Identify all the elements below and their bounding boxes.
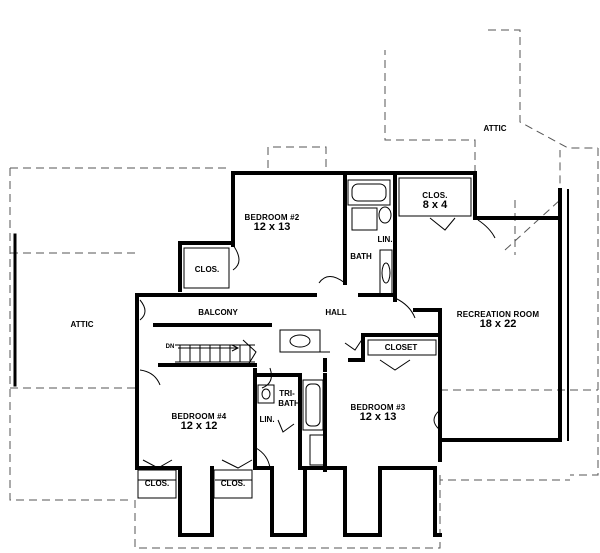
label-hall: HALL — [325, 307, 347, 317]
label-stair-down: DN — [165, 343, 175, 350]
room-name: BEDROOM #4 — [171, 412, 227, 422]
label-linen-top: LIN. — [377, 234, 393, 244]
room-name: CLOS. — [422, 191, 448, 201]
room-name: BEDROOM #3 — [350, 403, 406, 413]
room-dimensions: 12 x 13 — [253, 221, 291, 234]
label-closet: CLOSET — [384, 342, 418, 352]
label-tri-bath: BATH — [278, 398, 300, 408]
room-bedroom-4: BEDROOM #4 12 x 12 — [171, 412, 227, 433]
label-bath: BATH — [350, 251, 372, 261]
label-tri: TRI- — [279, 388, 295, 398]
room-closet-top: CLOS. 8 x 4 — [422, 191, 448, 212]
room-name: BEDROOM #2 — [244, 213, 300, 223]
label-closet-left: CLOS. — [194, 264, 220, 274]
room-dimensions: 12 x 13 — [359, 411, 397, 424]
room-recreation: RECREATION ROOM 18 x 22 — [456, 310, 540, 331]
room-name: RECREATION ROOM — [456, 310, 540, 320]
roof-outline — [9, 29, 599, 549]
walls — [13, 171, 569, 537]
fixtures — [137, 177, 496, 499]
label-balcony: BALCONY — [198, 307, 238, 317]
label-closet-bottom-1: CLOS. — [144, 478, 170, 488]
label-attic-top: ATTIC — [483, 123, 507, 133]
label-linen-bottom: LIN. — [259, 414, 275, 424]
room-bedroom-3: BEDROOM #3 12 x 13 — [350, 403, 406, 424]
label-closet-bottom-2: CLOS. — [220, 478, 246, 488]
label-attic-left: ATTIC — [70, 319, 94, 329]
room-dimensions: 12 x 12 — [180, 420, 218, 433]
room-dimensions: 18 x 22 — [479, 318, 517, 331]
room-bedroom-2: BEDROOM #2 12 x 13 — [244, 213, 300, 234]
room-dimensions: 8 x 4 — [422, 199, 448, 212]
